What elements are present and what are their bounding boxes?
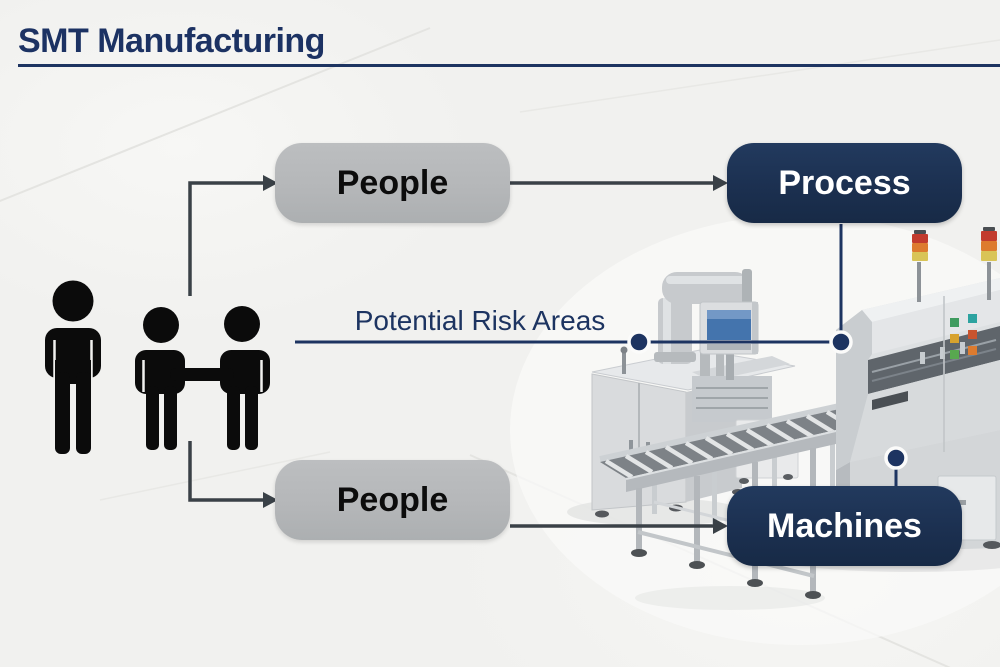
node-label: People — [336, 163, 449, 202]
control-buttons — [950, 314, 977, 359]
person-icon — [220, 306, 270, 450]
risk-dot — [627, 330, 651, 354]
risk-dot — [884, 446, 908, 470]
person-icon — [135, 307, 185, 450]
node-label: Machines — [767, 506, 922, 545]
connector-arrows — [188, 175, 728, 534]
exhaust-pipe-icon — [654, 269, 752, 364]
risk-areas-label: Potential Risk Areas — [354, 305, 606, 336]
arrowhead-process — [713, 175, 728, 191]
left-machine — [591, 269, 799, 518]
connector-to-people-bottom — [188, 441, 263, 502]
node-machines: Machines — [727, 486, 962, 566]
arrowhead-machines — [713, 518, 728, 534]
risk-dot — [829, 330, 853, 354]
arrowhead-people-top — [263, 175, 278, 191]
risk-lines — [295, 224, 908, 488]
node-process: Process — [727, 143, 962, 223]
connector-to-people-top — [188, 181, 263, 296]
node-label: People — [336, 480, 449, 519]
arrowhead-people-bottom — [263, 492, 278, 508]
node-label: Process — [778, 163, 911, 202]
andon-tower-icon-2 — [981, 227, 997, 300]
node-people-bottom: People — [275, 460, 510, 540]
title-underline — [18, 64, 1000, 67]
holding-hands-bar — [170, 368, 234, 381]
person-icon — [45, 280, 101, 454]
people-group-icon — [45, 280, 270, 454]
node-people-top: People — [275, 143, 510, 223]
andon-tower-icon — [912, 230, 928, 302]
page-title: SMT Manufacturing — [18, 22, 325, 60]
